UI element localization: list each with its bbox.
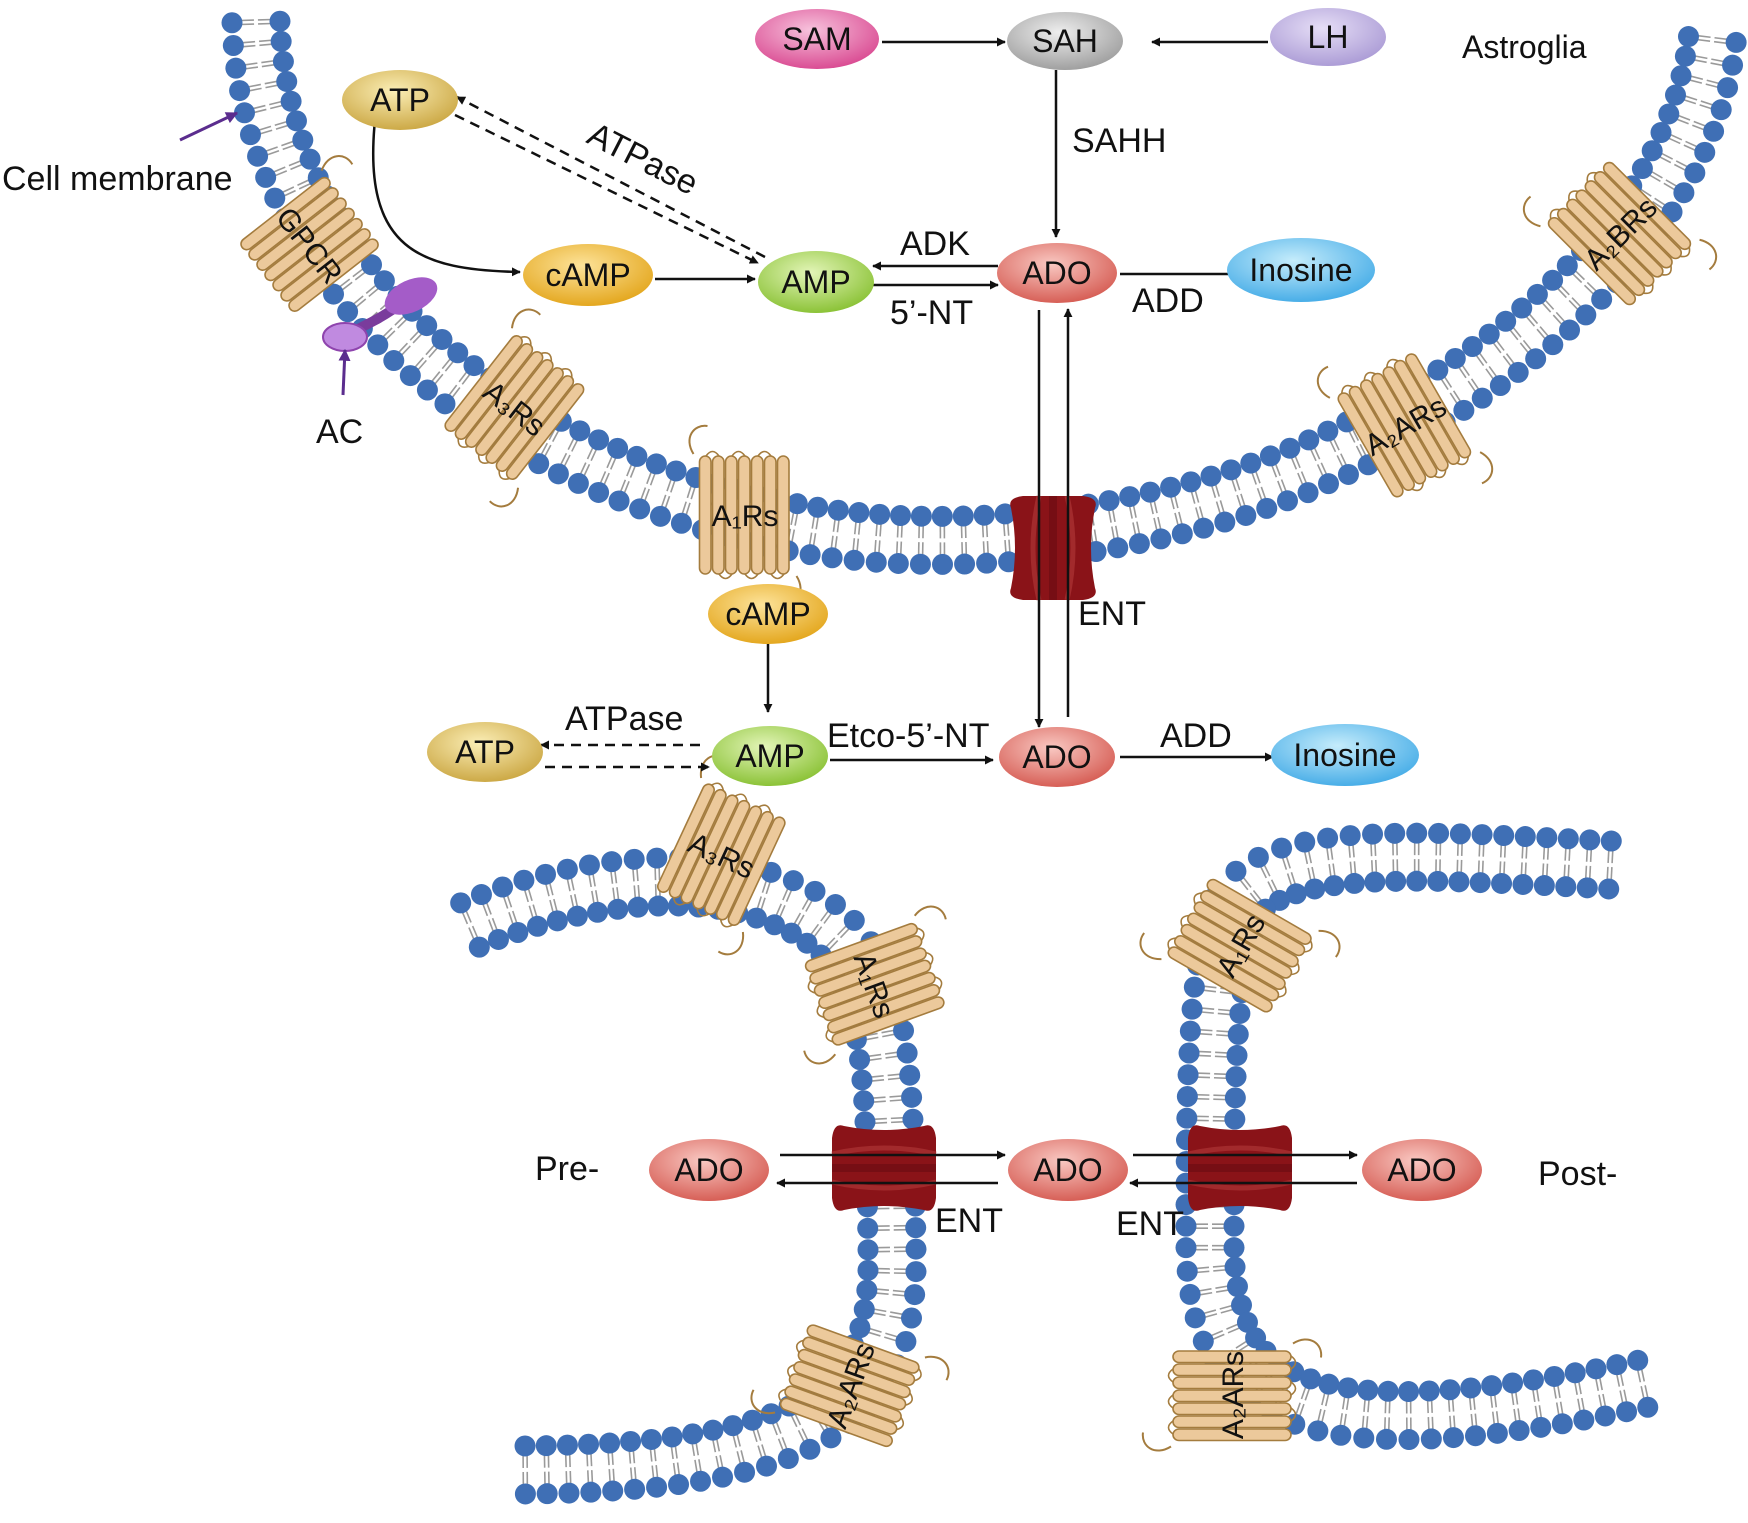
ado-node-top-label: ADO [1022,255,1091,291]
ac-pointer [338,348,351,396]
atp-node-top: ATP [342,70,458,130]
adk-label: ADK [900,225,970,263]
ado-node-pre-label: ADO [674,1152,743,1188]
camp-node-mid: cAMP [708,584,828,644]
ent-transporter-postsynaptic [1187,1125,1293,1211]
cell-membrane-pointer [179,111,239,142]
inosine-node-mid-label: Inosine [1293,737,1396,773]
reaction-arrows [372,37,1358,1188]
a1-receptor-postsynaptic: A₁Rs [1139,878,1341,1013]
nt5-top-label: 5’-NT [890,294,973,332]
a1-receptor-astroglia: A₁Rs [688,424,802,606]
a1-receptor-presynaptic: A₁Rs [803,905,947,1065]
sah-node: SAH [1007,12,1123,70]
metabolite-nodes: SAM SAH LH ATP cAMP AMP ADO Inosine cAMP ATP AMP AD… [342,8,1482,1201]
astroglia-title: Astroglia [1462,29,1587,65]
a2a-receptor-presynaptic: A₂ARs [750,1324,950,1448]
atp-node-mid: ATP [427,722,543,782]
amp-node-top-label: AMP [781,264,850,300]
ado-node-top: ADO [997,243,1117,303]
postsynaptic-membrane [1175,822,1659,1451]
a2a-receptor-astroglia: A₂ARs [1316,353,1494,498]
ado-node-cleft: ADO [1008,1139,1128,1201]
inosine-node-mid: Inosine [1271,724,1419,786]
inosine-node-top-label: Inosine [1249,252,1352,288]
ent-pre-label: ENT [935,1202,1003,1240]
ado-node-post-label: ADO [1387,1152,1456,1188]
amp-node-mid-label: AMP [735,738,804,774]
ado-node-mid: ADO [999,727,1115,787]
atpase-dashed-arrow-2 [454,113,759,265]
atpase-top-label: ATPase [581,115,704,203]
sahh-label: SAHH [1072,122,1166,160]
ent-top-label: ENT [1078,595,1146,633]
ent-transporter-astroglia [1010,495,1096,601]
atpase-dashed-arrow-1 [456,95,766,259]
cell-membrane-label: Cell membrane [2,160,233,198]
camp-node-mid-label: cAMP [725,596,810,632]
ac-label: AC [316,413,363,451]
a1-receptor-astroglia-label: A₁Rs [712,500,779,533]
lh-node: LH [1270,8,1386,66]
adenylyl-cyclase-icon [322,277,438,352]
ent-transporters [831,495,1293,1211]
sam-node-label: SAM [782,21,851,57]
sam-node: SAM [755,9,879,69]
camp-node-top-label: cAMP [545,257,630,293]
a3-receptor-astroglia: A₃Rs [444,308,585,508]
adenosine-receptors: A₃RsA₁RsA₂ARsA₂BRsA₃RsA₁RsA₂ARsA₁RsA₂ARs… [240,155,1718,1452]
add-mid-label: ADD [1160,717,1232,755]
gpcr-receptor: GPCR [240,155,379,312]
atpase-mid-label: ATPase [565,700,683,738]
ado-node-cleft-label: ADO [1033,1152,1102,1188]
atp-to-camp-arrow [372,119,521,277]
ent-transporter-presynaptic [831,1125,937,1211]
a2a-receptor-postsynaptic: A₂ARs [1141,1338,1323,1452]
atp-node-mid-label: ATP [455,734,515,770]
pre-synaptic-label: Pre- [535,1150,599,1188]
post-synaptic-label: Post- [1538,1155,1617,1193]
amp-node-mid: AMP [712,726,828,786]
ado-node-mid-label: ADO [1022,739,1091,775]
etco-nt-label: Etco-5’-NT [827,717,989,755]
inosine-node-top: Inosine [1227,238,1375,302]
ent-post-label: ENT [1116,1205,1184,1243]
camp-node-top: cAMP [523,244,653,306]
amp-node-top: AMP [758,251,874,313]
a2a-receptor-postsynaptic-label: A₂ARs [1217,1351,1250,1439]
a2b-receptor-astroglia: A₂BRs [1522,161,1718,306]
sah-node-label: SAH [1032,23,1098,59]
atp-node-top-label: ATP [370,82,430,118]
lh-node-label: LH [1308,19,1349,55]
ado-node-pre: ADO [649,1139,769,1201]
ado-node-post: ADO [1362,1139,1482,1201]
a3-receptor-presynaptic: A₃Rs [656,754,786,956]
add-top-label: ADD [1132,282,1204,320]
